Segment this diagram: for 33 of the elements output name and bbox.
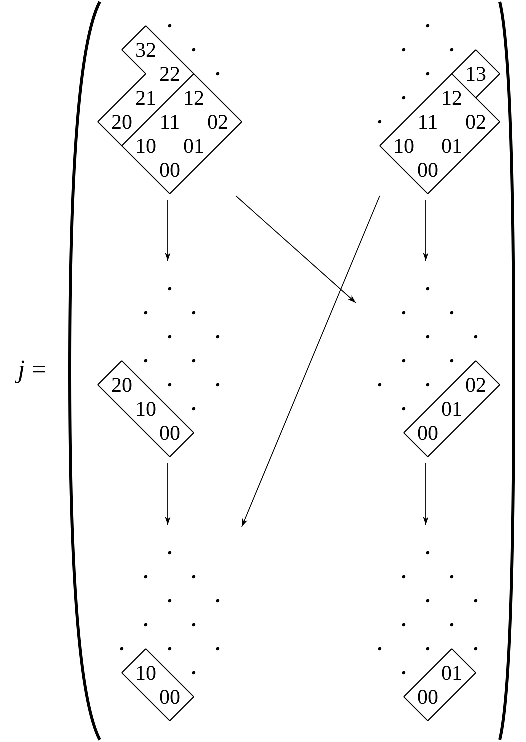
cell-index: 20: [110, 373, 134, 397]
cell-index: 12: [182, 86, 206, 110]
cell-index: 22: [158, 62, 182, 86]
cell-index: 01: [440, 134, 464, 158]
cell-index: 32: [134, 38, 158, 62]
cell-index: 10: [392, 134, 416, 158]
cell-index: 01: [440, 661, 464, 685]
cell-index: 10: [134, 397, 158, 421]
arrow: [236, 196, 356, 304]
cell-index: 00: [158, 421, 182, 445]
cell-index: 02: [464, 110, 488, 134]
cell-index: 02: [464, 373, 488, 397]
cell-index: 21: [134, 86, 158, 110]
arrow: [165, 462, 171, 526]
arrow: [165, 200, 171, 262]
cell-index: 10: [134, 134, 158, 158]
cell-index: 12: [440, 86, 464, 110]
arrow: [423, 462, 429, 526]
cell-index: 00: [416, 685, 440, 709]
cell-index: 20: [110, 110, 134, 134]
cell-index: 00: [158, 158, 182, 182]
arrow: [242, 196, 380, 528]
cell-index: 01: [440, 397, 464, 421]
cell-index: 02: [206, 110, 230, 134]
cell-index: 11: [158, 110, 182, 134]
cell-index: 13: [464, 62, 488, 86]
arrow: [423, 200, 429, 262]
cell-index: 01: [182, 134, 206, 158]
cell-index: 00: [416, 158, 440, 182]
cell-index: 10: [134, 661, 158, 685]
cell-index: 11: [416, 110, 440, 134]
cell-index: 00: [158, 685, 182, 709]
cell-index: 00: [416, 421, 440, 445]
